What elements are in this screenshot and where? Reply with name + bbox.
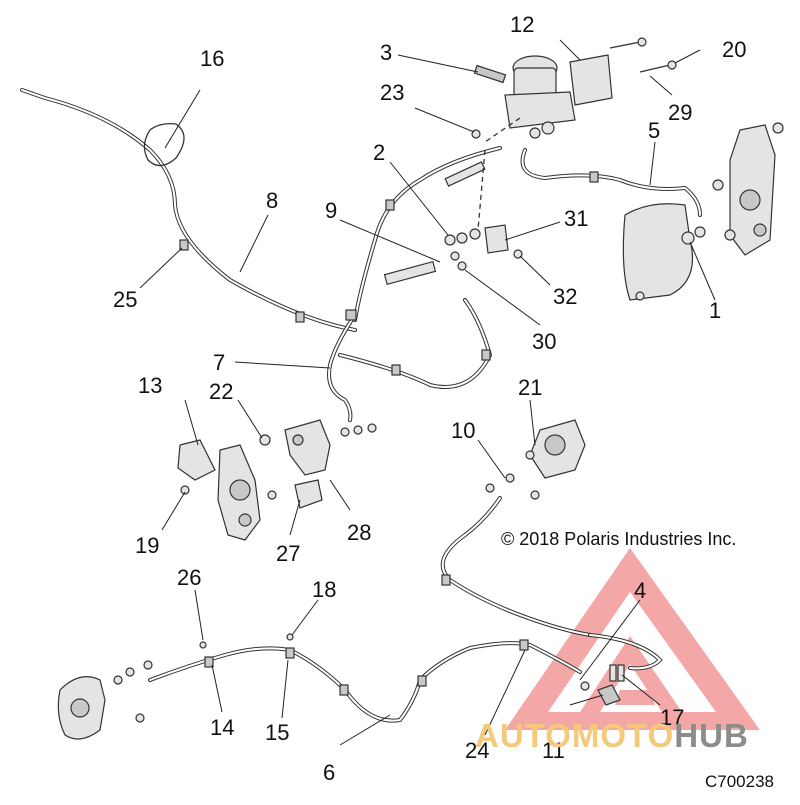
callout-12: 12 <box>510 12 534 37</box>
callout-25: 25 <box>113 287 137 312</box>
callout-21: 21 <box>518 375 542 400</box>
callout-3: 3 <box>380 40 392 65</box>
callout-28: 28 <box>347 520 371 545</box>
callout-24: 24 <box>465 738 489 763</box>
watermark-text-part1: AUTOMOTO <box>475 717 674 754</box>
hardware <box>199 37 677 649</box>
callout-27: 27 <box>276 541 300 566</box>
callout-32: 32 <box>553 284 577 309</box>
callout-22: 22 <box>209 379 233 404</box>
callout-29: 29 <box>668 100 692 125</box>
rear-left-caliper <box>177 434 277 541</box>
copyright-text: © 2018 Polaris Industries Inc. <box>501 529 736 549</box>
figure-code: C700238 <box>705 772 774 791</box>
junction-block <box>580 664 625 706</box>
callout-20: 20 <box>722 37 746 62</box>
callout-13: 13 <box>138 373 162 398</box>
callout-31: 31 <box>564 206 588 231</box>
callout-19: 19 <box>135 533 159 558</box>
front-right-caliper <box>622 122 784 301</box>
caliper-brackets <box>284 419 377 509</box>
callout-1: 1 <box>709 298 721 323</box>
watermark-text-part2: HUB <box>674 717 749 754</box>
automotohub-logo <box>505 548 760 730</box>
fittings-center <box>383 117 521 286</box>
callout-10: 10 <box>451 418 475 443</box>
callout-labels: 1 2 3 4 5 6 7 8 9 10 11 12 13 14 15 16 1… <box>113 12 746 785</box>
brake-line-16-loop <box>143 122 185 167</box>
brake-line-4 <box>588 633 663 671</box>
callout-7: 7 <box>213 350 225 375</box>
hose-clips <box>179 171 599 696</box>
callout-9: 9 <box>325 198 337 223</box>
watermark-text: AUTOMOTOHUB <box>475 717 749 754</box>
brake-line-8 <box>20 88 357 332</box>
callout-23: 23 <box>380 80 404 105</box>
callout-11: 11 <box>542 738 565 763</box>
callout-15: 15 <box>265 720 289 745</box>
master-cylinder <box>473 54 613 139</box>
front-left-caliper <box>57 660 153 740</box>
rear-right-caliper <box>485 419 586 500</box>
callout-26: 26 <box>177 565 201 590</box>
callout-5: 5 <box>648 118 660 143</box>
callout-30: 30 <box>532 329 556 354</box>
leader-lines <box>139 39 716 746</box>
callout-18: 18 <box>312 577 336 602</box>
callout-14: 14 <box>210 715 234 740</box>
brake-line-5 <box>520 148 702 217</box>
callout-17: 17 <box>660 705 684 730</box>
callout-4: 4 <box>634 578 646 603</box>
callout-6: 6 <box>323 760 335 785</box>
callout-16: 16 <box>200 46 224 71</box>
callout-2: 2 <box>373 140 385 165</box>
brake-line-7 <box>327 298 493 422</box>
callout-8: 8 <box>266 188 278 213</box>
